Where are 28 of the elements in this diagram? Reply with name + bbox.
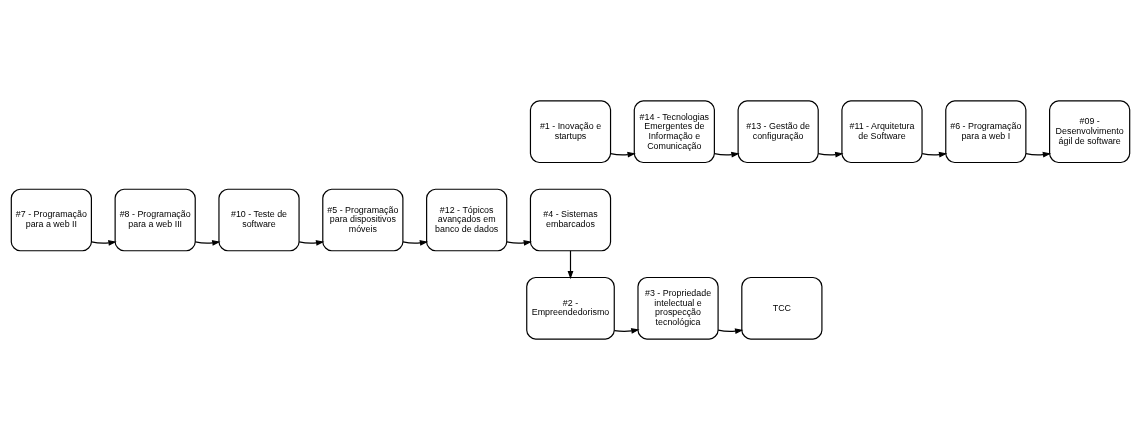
node-box: #3 - Propriedade intelectual e prospecção tecnológica bbox=[637, 276, 719, 340]
node-box: #12 - Tópicos avançados em banco de dados bbox=[426, 188, 508, 251]
node-box: #7 - Programação para a web II bbox=[10, 188, 92, 251]
arrow bbox=[613, 327, 640, 334]
arrow bbox=[817, 151, 844, 157]
arrow bbox=[717, 327, 744, 334]
arrow bbox=[921, 151, 948, 157]
arrow bbox=[402, 239, 429, 246]
arrow bbox=[1025, 151, 1052, 157]
node-box: #8 - Programação para a web III bbox=[114, 188, 196, 251]
node-box: #2 - Empreendedorismo bbox=[526, 276, 615, 340]
node-box: #1 - Inovação e startups bbox=[529, 99, 612, 163]
node-box: #5 - Programação para dispositivos móveis bbox=[322, 188, 404, 251]
node-box: #14 - Tecnologias Emergentes de Informação e Comunicação bbox=[633, 99, 715, 163]
node-box: #6 - Programação para a web I bbox=[945, 99, 1027, 163]
arrow bbox=[567, 249, 574, 279]
arrow bbox=[90, 239, 117, 246]
node-box: #10 - Teste de software bbox=[218, 188, 300, 251]
node-box: TCC bbox=[741, 276, 823, 340]
arrow bbox=[298, 239, 325, 246]
arrow bbox=[194, 239, 221, 246]
arrow bbox=[506, 239, 532, 246]
node-box: #4 - Sistemas embarcados bbox=[529, 188, 612, 251]
node-box: #11 - Arquitetura de Software bbox=[841, 99, 923, 163]
node-box: #13 - Gestão de configuração bbox=[737, 99, 819, 163]
node-box: #09 - Desenvolvimento ágil de software bbox=[1049, 99, 1131, 163]
arrow bbox=[610, 151, 636, 157]
arrow bbox=[713, 151, 740, 157]
